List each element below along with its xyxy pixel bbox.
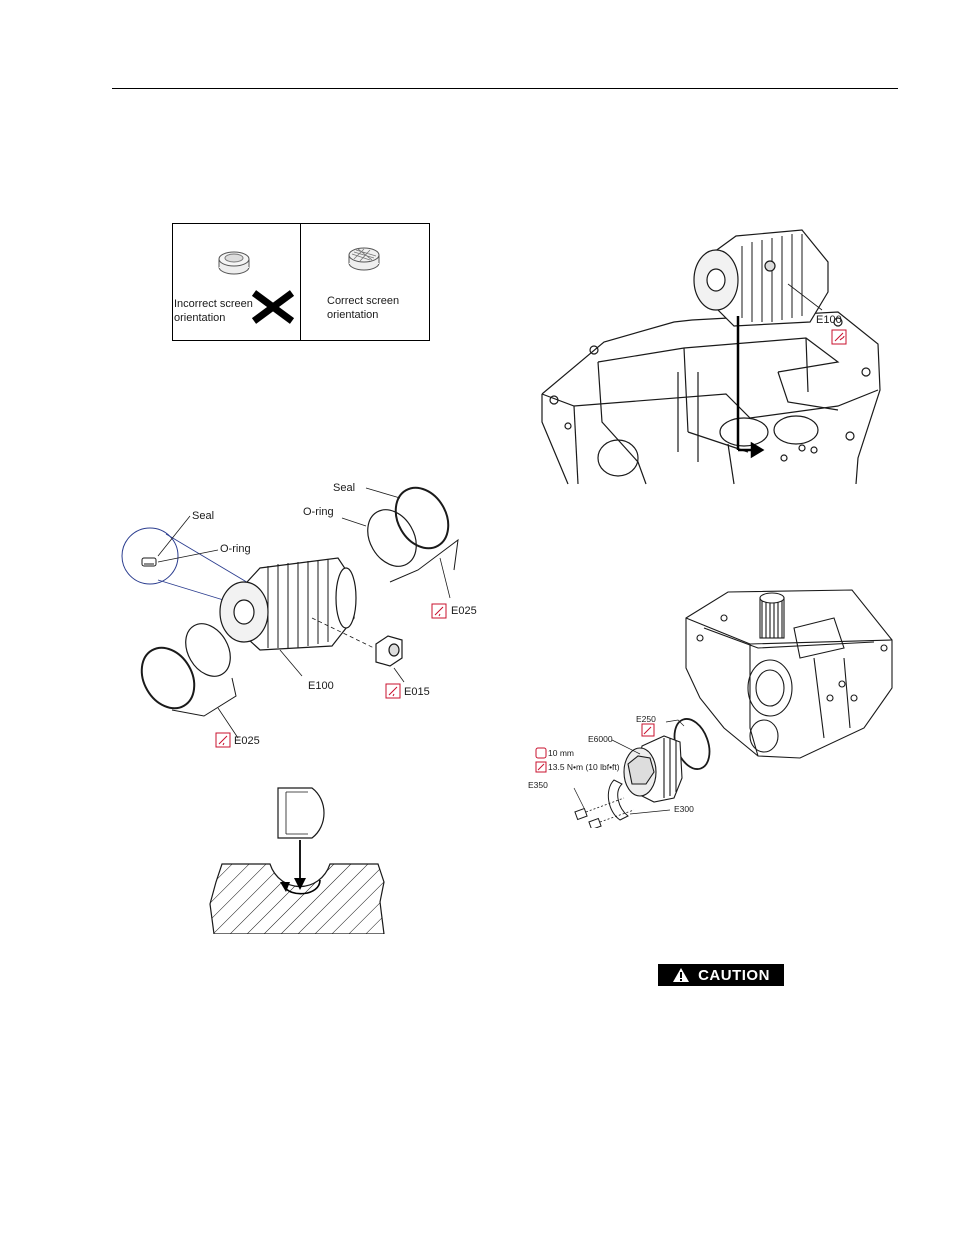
lubricant-icon bbox=[432, 604, 446, 618]
cover-install-drawing bbox=[524, 588, 898, 828]
lubricant-icon bbox=[832, 330, 846, 344]
torque-icon bbox=[536, 762, 546, 772]
cross-section-figure bbox=[208, 786, 392, 934]
correct-screen-icon bbox=[349, 248, 379, 270]
incorrect-screen-label: Incorrect screen orientation bbox=[174, 297, 270, 325]
e350-label: E350 bbox=[528, 780, 548, 790]
caution-badge: CAUTION bbox=[658, 964, 784, 986]
seal-detail-label: Seal bbox=[192, 510, 214, 523]
valve-install-figure: E100 bbox=[538, 222, 888, 486]
warning-icon bbox=[672, 967, 690, 983]
torque-spec-label: 13.5 N•m (10 lbf•ft) bbox=[548, 762, 620, 772]
e100-label: E100 bbox=[308, 680, 334, 693]
oring-label: O-ring bbox=[303, 506, 334, 519]
caution-label: CAUTION bbox=[698, 967, 770, 984]
oring-detail-label: O-ring bbox=[220, 543, 251, 556]
screen-orientation-figure: Incorrect screen orientation Correct scr… bbox=[172, 223, 430, 341]
valve-install-drawing bbox=[538, 222, 888, 486]
e025-right-label: E025 bbox=[451, 605, 477, 618]
e250-label: E250 bbox=[636, 714, 656, 724]
incorrect-screen-icon bbox=[219, 252, 249, 274]
header-rule bbox=[112, 88, 898, 89]
cover-install-figure: E250 E6000 10 mm 13.5 N•m (10 lbf•ft) E3… bbox=[524, 588, 898, 828]
wrench-size-label: 10 mm bbox=[548, 748, 574, 758]
e025-left-label: E025 bbox=[234, 735, 260, 748]
e015-label: E015 bbox=[404, 686, 430, 699]
e300-label: E300 bbox=[674, 804, 694, 814]
e6000-label: E6000 bbox=[588, 734, 613, 744]
correct-screen-label: Correct screen orientation bbox=[327, 294, 417, 322]
e100-label: E100 bbox=[816, 314, 842, 327]
valve-seal-figure: Seal O-ring Seal O-ring E025 E100 E015 E… bbox=[118, 478, 488, 750]
cross-section-drawing bbox=[208, 786, 392, 934]
wrench-icon bbox=[536, 748, 546, 758]
lubricant-icon bbox=[216, 733, 230, 747]
seal-label: Seal bbox=[333, 482, 355, 495]
lubricant-icon bbox=[386, 684, 400, 698]
lubricant-icon bbox=[642, 724, 654, 736]
